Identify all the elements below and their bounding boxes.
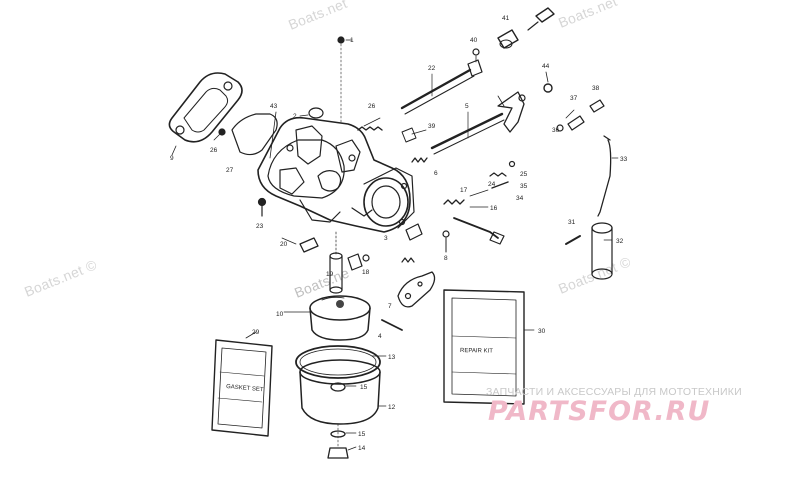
callout-15b: 15 (358, 431, 366, 438)
callout-40: 40 (470, 37, 478, 44)
choke-shaft-22 (400, 48, 483, 115)
float-arm-7 (381, 271, 436, 331)
callout-26: 26 (210, 147, 218, 154)
repair-kit-label: REPAIR KIT (460, 348, 493, 355)
callout-39: 39 (428, 123, 436, 130)
callout-32: 32 (616, 238, 624, 245)
jet-assembly (329, 231, 370, 294)
callout-41: 41 (502, 15, 510, 22)
carburetor-body (257, 116, 415, 233)
callout-23: 23 (256, 223, 264, 230)
callout-16: 16 (490, 205, 498, 212)
callout-24: 24 (488, 181, 496, 188)
bushing-41 (497, 7, 555, 49)
callout-3: 3 (384, 235, 388, 242)
callout-33: 33 (620, 156, 628, 163)
callout-36: 36 (552, 127, 560, 134)
advert-brand-part-b: FOR (588, 396, 655, 427)
gasket-set-card (211, 331, 273, 437)
repair-kit-card (443, 289, 535, 405)
callout-30: 30 (538, 328, 546, 335)
float-10 (309, 295, 371, 341)
advert-brand-part-c: .RU (654, 396, 711, 427)
float-32 (591, 222, 613, 280)
callout-1: 1 (350, 37, 354, 44)
callout-10: 10 (276, 311, 284, 318)
callout-6: 6 (434, 170, 438, 177)
callout-2: 2 (293, 113, 297, 120)
callout-18: 18 (362, 269, 370, 276)
callout-29: 29 (252, 329, 260, 336)
callout-5: 5 (465, 103, 469, 110)
callout-14: 14 (358, 445, 366, 452)
callout-20: 20 (280, 241, 288, 248)
callout-7: 7 (388, 303, 392, 310)
flange-gasket (168, 72, 243, 156)
callout-15a: 15 (360, 384, 368, 391)
callout-31: 31 (568, 219, 576, 226)
callout-17: 17 (460, 187, 468, 194)
callout-35: 35 (520, 183, 528, 190)
callout-38: 38 (592, 85, 600, 92)
callout-13: 13 (388, 354, 396, 361)
callout-9: 9 (170, 155, 174, 162)
screw-1 (337, 36, 353, 125)
callout-22: 22 (428, 65, 436, 72)
advert-tagline: ЗАПЧАСТИ И АКСЕССУАРЫ ДЛЯ МОТОТЕХНИКИ (486, 386, 742, 398)
callout-4: 4 (378, 333, 382, 340)
float-bowl-12 (299, 359, 381, 425)
gasket-set-label: GASKET SET (226, 384, 264, 393)
callout-25: 25 (520, 171, 528, 178)
callout-43: 43 (270, 103, 278, 110)
callout-8: 8 (444, 255, 448, 262)
advert-brand-logo: PARTSFOR.RU (488, 396, 710, 427)
throttle-shaft-5 (430, 91, 526, 155)
callout-19: 19 (326, 271, 334, 278)
screw-23 (257, 197, 267, 217)
callout-34: 34 (516, 195, 524, 202)
callout-26b: 26 (368, 103, 376, 110)
plate-27 (213, 113, 278, 156)
callout-12: 12 (388, 404, 396, 411)
callout-44: 44 (542, 63, 550, 70)
callout-27: 27 (226, 167, 234, 174)
advert-brand-part-a: PARTS (488, 396, 589, 427)
callout-37: 37 (570, 95, 578, 102)
